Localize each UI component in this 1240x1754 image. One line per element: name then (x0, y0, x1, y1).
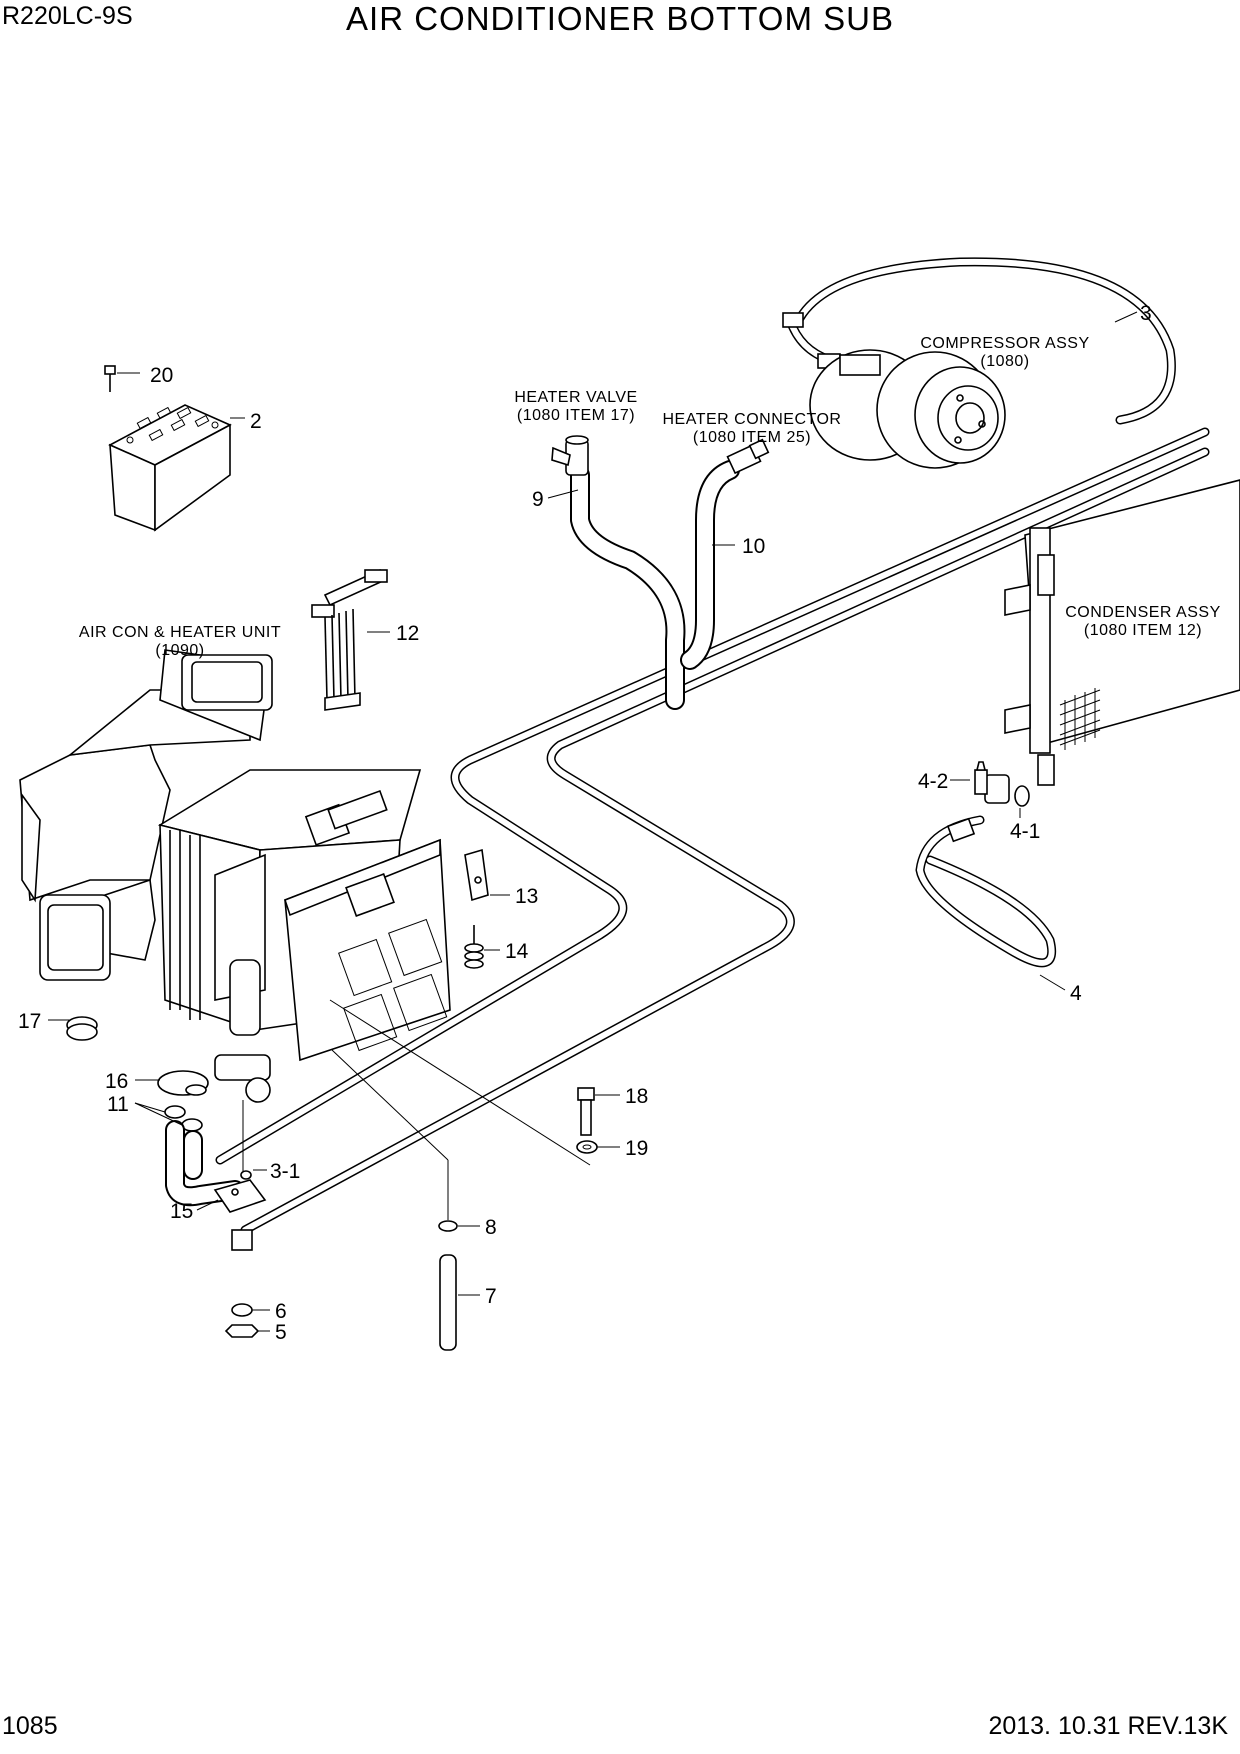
callout-16: 16 (105, 1070, 128, 1093)
callout-15: 15 (170, 1200, 193, 1223)
hose-7 (439, 1254, 457, 1351)
wire-harness-12 (311, 568, 388, 711)
note-heater-valve: HEATER VALVE (1080 ITEM 17) (514, 389, 637, 424)
callout-3-1: 3-1 (270, 1160, 300, 1183)
svg-text:HEATER CONNECTOR: HEATER CONNECTOR (663, 411, 842, 428)
callout-19: 19 (625, 1137, 648, 1160)
callout-4-2: 4-2 (918, 770, 948, 793)
note-heater-connector: HEATER CONNECTOR (1080 ITEM 25) (663, 411, 842, 446)
model-number: R220LC-9S (2, 2, 133, 30)
svg-text:AIR CON & HEATER UNIT: AIR CON & HEATER UNIT (79, 624, 281, 641)
grommet-17 (66, 1016, 98, 1041)
callout-11: 11 (107, 1093, 129, 1116)
nut-5 (224, 1324, 260, 1338)
heater-hose-10 (680, 460, 740, 670)
callout-7: 7 (485, 1285, 497, 1308)
callout-5: 5 (275, 1321, 287, 1344)
drain-hose-15 (165, 1120, 267, 1251)
svg-text:(1090): (1090) (155, 642, 204, 659)
callout-17: 17 (18, 1010, 41, 1033)
control-panel (108, 404, 232, 532)
condenser (984, 479, 1240, 804)
callouts: 20 2 3 9 10 12 4-2 4-1 4 13 14 17 16 11 … (18, 302, 1152, 1344)
revision-date: 2013. 10.31 REV.13K (988, 1712, 1228, 1740)
callout-12: 12 (396, 622, 419, 645)
bolt-18 (577, 1087, 595, 1136)
condenser-mesh (1059, 688, 1101, 750)
heater-connector (726, 438, 770, 475)
callout-3: 3 (1140, 302, 1152, 325)
condenser-outlet-block (984, 774, 1010, 804)
svg-text:HEATER VALVE: HEATER VALVE (514, 389, 637, 406)
note-aircon-unit: AIR CON & HEATER UNIT (1090) (79, 624, 281, 659)
callout-4-1: 4-1 (1010, 820, 1040, 843)
o-ring-3-1 (240, 1170, 252, 1180)
callout-2: 2 (250, 410, 262, 433)
clip-8 (438, 1220, 458, 1232)
svg-text:(1080 ITEM 12): (1080 ITEM 12) (1084, 622, 1202, 639)
svg-text:COMPRESSOR ASSY: COMPRESSOR ASSY (920, 335, 1089, 352)
bracket-13 (464, 848, 489, 902)
pipe-3-fitting (782, 312, 804, 328)
screw-20 (104, 365, 116, 392)
callout-20: 20 (150, 364, 173, 387)
callout-6: 6 (275, 1300, 287, 1323)
note-compressor: COMPRESSOR ASSY (1080) (920, 335, 1089, 370)
bolt-14 (464, 925, 484, 969)
svg-text:(1080 ITEM 17): (1080 ITEM 17) (517, 407, 635, 424)
callout-10: 10 (742, 535, 765, 558)
page-title: AIR CONDITIONER BOTTOM SUB (346, 0, 894, 37)
heater-hose-9 (570, 465, 686, 710)
svg-text:(1080 ITEM 25): (1080 ITEM 25) (693, 429, 811, 446)
washer-19 (576, 1140, 598, 1154)
page-number: 1085 (2, 1712, 58, 1740)
leader-lines (48, 311, 1138, 1332)
compressor (809, 349, 1006, 469)
svg-text:(1080): (1080) (980, 353, 1029, 370)
callout-18: 18 (625, 1085, 648, 1108)
svg-text:CONDENSER ASSY: CONDENSER ASSY (1065, 604, 1220, 621)
note-condenser: CONDENSER ASSY (1080 ITEM 12) (1065, 604, 1220, 639)
callout-8: 8 (485, 1216, 497, 1239)
valve-4-2 (974, 761, 988, 795)
pipe-4 (915, 815, 1056, 968)
pipe-3 (782, 257, 1176, 425)
drain-cover-16 (157, 1070, 209, 1096)
aircon-heater-unit (19, 649, 451, 1103)
pipe-bundle (215, 427, 1210, 1235)
callout-9: 9 (532, 488, 544, 511)
callout-14: 14 (505, 940, 529, 963)
o-ring-4-1 (1014, 785, 1030, 807)
pipe-4-fitting (946, 817, 976, 843)
callout-13: 13 (515, 885, 538, 908)
callout-4: 4 (1070, 982, 1082, 1005)
heater-valve (551, 435, 589, 476)
washer-6 (231, 1303, 253, 1317)
